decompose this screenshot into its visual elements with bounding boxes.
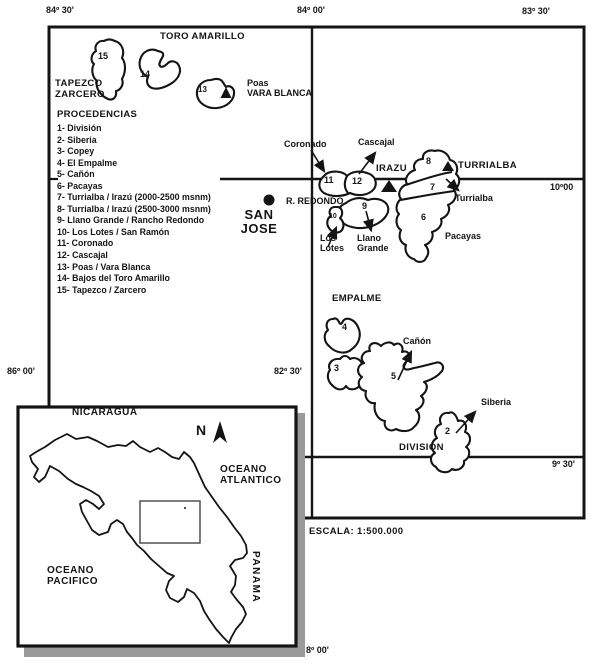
- irazu-volcano-triangle-icon: [381, 180, 397, 192]
- label-north-n: N: [196, 422, 207, 438]
- legend-item-5: 5- Cañón: [57, 169, 95, 180]
- los-lotes-arrow: [326, 225, 338, 248]
- label-turrialba-volcano: TURRIALBA: [458, 160, 518, 171]
- label-escala: ESCALA: 1:500.000: [309, 526, 404, 537]
- region-number-3: 3: [334, 363, 340, 373]
- label-cascajal: Cascajal: [358, 137, 395, 147]
- legend-item-14: 14- Bajos del Toro Amarillo: [57, 273, 170, 284]
- region-number-9: 9: [362, 201, 368, 211]
- region-4-outline: [323, 317, 361, 354]
- coord-83-30: 83º 30': [522, 6, 550, 16]
- study-area-rectangle: [139, 500, 201, 544]
- label-llano-grande: Llano Grande: [357, 233, 389, 254]
- legend-item-6: 6- Pacayas: [57, 180, 103, 191]
- label-division: DIVISION: [399, 442, 444, 453]
- region-11-12-outline: [318, 170, 377, 198]
- region-3-outline: [326, 354, 366, 391]
- label-irazu: IRAZU: [376, 163, 408, 174]
- region-number-7: 7: [430, 182, 436, 192]
- inset-map: [16, 405, 305, 657]
- label-empalme: EMPALME: [332, 293, 382, 304]
- region-15-outline: [90, 38, 127, 101]
- legend-title: PROCEDENCIAS: [57, 109, 138, 120]
- canon-arrow: [397, 349, 413, 381]
- label-toro-amarillo: TORO AMARILLO: [160, 31, 245, 42]
- coronado-arrow: [310, 149, 326, 174]
- region-outlines: [90, 38, 472, 474]
- coord-84-00: 84º 00': [297, 5, 325, 15]
- map-symbols: [220, 87, 454, 206]
- legend-item-11: 11- Coronado: [57, 238, 114, 249]
- coord-84-30: 84º 30': [46, 5, 74, 15]
- region-13-outline: [195, 77, 236, 110]
- coord-8-00: 8º 00': [306, 645, 329, 655]
- label-turrialba-region: Turrialba: [455, 193, 493, 203]
- legend-item-7: 7- Turrialba / Irazú (2000-2500 msnm): [57, 192, 211, 203]
- cascajal-arrow: [358, 151, 377, 175]
- legend-item-12: 12- Cascajal: [57, 250, 108, 261]
- region-number-13: 13: [198, 85, 207, 94]
- costa-rica-outline: [29, 433, 248, 644]
- siberia-arrow: [455, 410, 477, 434]
- san-jose-city-dot: [263, 194, 275, 206]
- legend-item-8: 8- Turrialba / Irazú (2500-3000 msnm): [57, 203, 211, 214]
- study-area-dot: [184, 507, 186, 509]
- region-number-8: 8: [426, 156, 432, 166]
- region-11-12-divider: [343, 175, 349, 194]
- label-poas-vara-blanca: Poas VARA BLANCA: [247, 78, 312, 99]
- label-tapezco-zarcero: TAPEZCO ZARCERO: [55, 78, 105, 100]
- turrialba-arrow: [445, 178, 460, 192]
- label-r-redondo: R. REDONDO: [286, 196, 344, 206]
- region-number-2: 2: [445, 426, 451, 436]
- region-number-4: 4: [342, 322, 348, 332]
- label-panama: PANAMA: [250, 551, 262, 604]
- region-14-outline: [138, 48, 182, 90]
- label-los-lotes: Los Lotes: [320, 233, 345, 254]
- label-oceano-atlantico: OCEANO ATLANTICO: [220, 464, 282, 487]
- turrialba-volcano-triangle-icon: [442, 161, 454, 171]
- coord-9-30: 9º 30': [552, 459, 575, 469]
- legend-item-2: 2- Siberia: [57, 134, 97, 145]
- coord-86-00: 86º 00': [7, 366, 35, 376]
- coord-10-00: 10º00: [550, 182, 574, 192]
- legend: PROCEDENCIAS 1- División 2- Siberia 3- C…: [57, 109, 211, 296]
- legend-item-3: 3- Copey: [57, 146, 95, 157]
- region-number-6: 6: [421, 212, 427, 222]
- label-siberia: Siberia: [481, 397, 512, 407]
- label-nicaragua: NICARAGUA: [72, 407, 138, 418]
- region-number-10: 10: [329, 213, 337, 220]
- north-arrow-icon: [213, 421, 227, 443]
- legend-item-9: 9- Llano Grande / Rancho Redondo: [57, 215, 205, 226]
- legend-item-4: 4- El Empalme: [57, 157, 118, 168]
- region-7-6-divider: [399, 189, 455, 202]
- region-number-14: 14: [140, 69, 151, 79]
- legend-item-10: 10- Los Lotes / San Ramón: [57, 226, 170, 237]
- label-canon: Cañón: [403, 336, 431, 346]
- label-san-jose: SAN JOSE: [240, 207, 278, 236]
- region-8-7-divider: [405, 170, 453, 186]
- inset-shadow-bottom: [24, 646, 305, 657]
- inset-shadow-right: [296, 413, 305, 654]
- llano-grande-arrow: [362, 210, 374, 233]
- region-number-11: 11: [324, 175, 334, 185]
- label-oceano-pacifico: OCEANO PACIFICO: [47, 565, 99, 588]
- coord-82-30: 82º 30': [274, 366, 302, 376]
- region-number-15: 15: [98, 51, 109, 61]
- label-coronado: Coronado: [284, 139, 327, 149]
- poas-volcano-triangle-icon: [220, 87, 232, 98]
- legend-item-13: 13- Poas / Vara Blanca: [57, 261, 151, 272]
- pointer-arrows: [310, 149, 477, 434]
- region-number-12: 12: [352, 176, 363, 186]
- label-pacayas: Pacayas: [445, 231, 482, 241]
- region-number-5: 5: [391, 371, 397, 381]
- legend-item-1: 1- División: [57, 123, 102, 133]
- legend-item-15: 15- Tapezco / Zarcero: [57, 284, 147, 295]
